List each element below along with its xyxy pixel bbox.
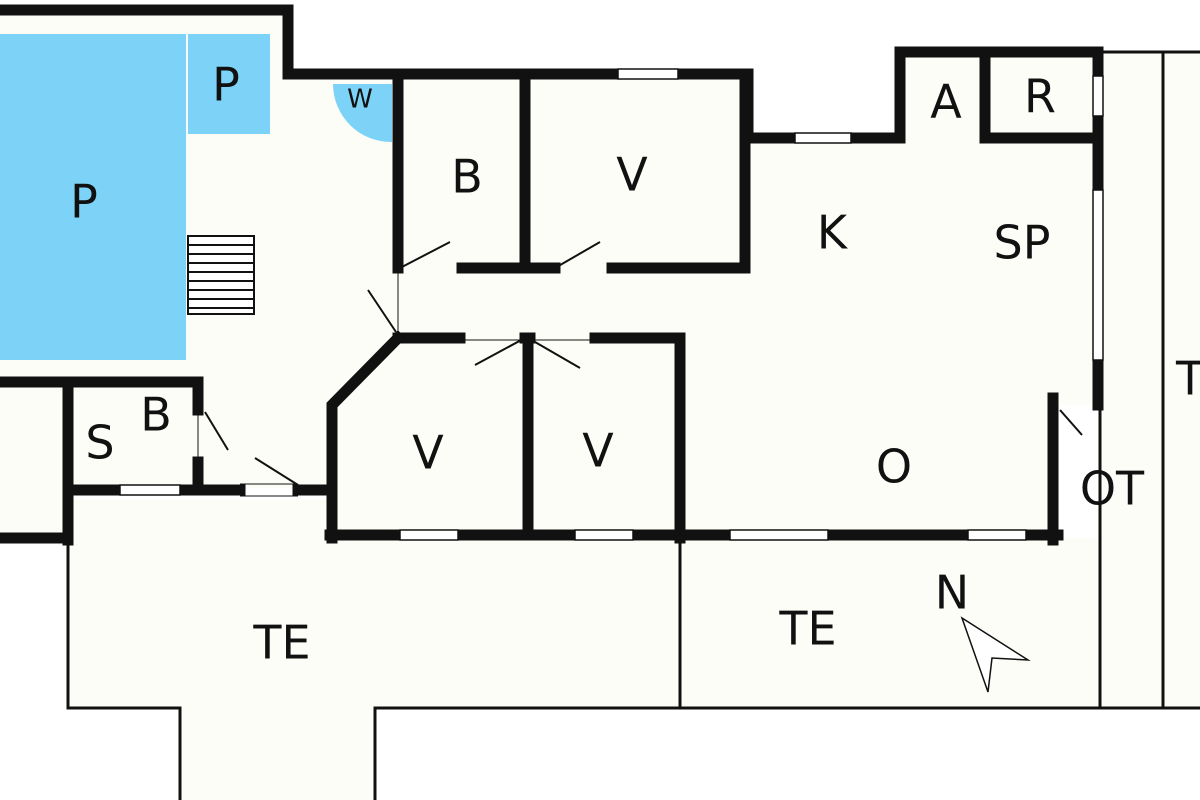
label-bedroom-lower-left: V: [412, 426, 444, 480]
label-bath-upper: B: [451, 150, 483, 204]
label-pool-main: P: [70, 175, 98, 229]
window-south-3: [729, 529, 829, 541]
north-arrow-icon: [960, 616, 1031, 693]
label-storage: R: [1024, 70, 1056, 124]
window-south-1: [399, 529, 459, 541]
whirlpool: [333, 84, 392, 143]
terrace-left-floor: [68, 500, 680, 800]
pool-small: [188, 34, 270, 134]
label-kitchen: K: [817, 206, 849, 260]
label-pool-small: P: [212, 58, 240, 112]
pool: [0, 34, 392, 360]
pool-main: [0, 34, 186, 360]
room-labels: P P W B V K SP A R S B V V O OT TE TE T …: [70, 58, 1200, 670]
terrace-far-right-floor: [1100, 52, 1200, 708]
terrace-right-floor: [680, 538, 1165, 708]
label-dining: SP: [994, 216, 1051, 270]
label-sauna: S: [85, 416, 114, 470]
window-top-v: [617, 68, 679, 80]
window-sp-right: [1092, 189, 1104, 361]
label-utility: A: [930, 75, 962, 129]
label-terrace-left: TE: [252, 616, 310, 670]
windows: [119, 68, 1104, 541]
label-bedroom-upper: V: [616, 148, 648, 202]
doors: [197, 241, 1083, 497]
label-north: N: [935, 566, 969, 620]
window-bath-lower: [119, 484, 181, 496]
label-living: O: [876, 440, 912, 494]
label-bedroom-lower-right: V: [582, 424, 614, 478]
label-terrace-far-right: T: [1175, 352, 1200, 406]
window-storage: [1092, 75, 1104, 117]
label-bath-lower: B: [140, 388, 172, 442]
label-covered-terrace: OT: [1080, 462, 1145, 516]
window-south-2: [574, 529, 634, 541]
window-south-4: [967, 529, 1027, 541]
label-terrace-right: TE: [778, 602, 836, 656]
label-whirlpool: W: [347, 85, 373, 115]
pool-ladder-icon: [187, 235, 255, 315]
window-kitchen: [794, 132, 852, 144]
